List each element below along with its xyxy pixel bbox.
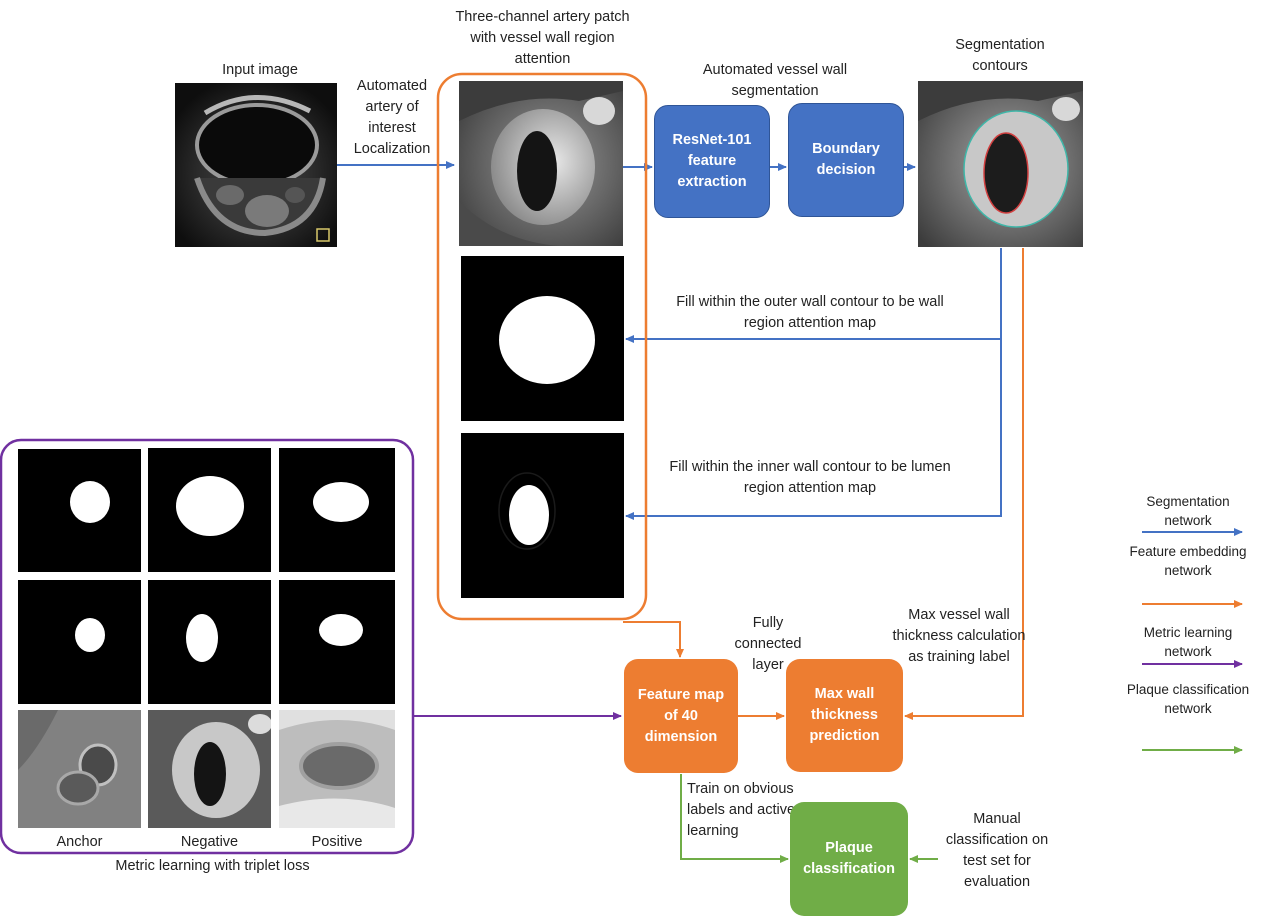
feature-embedding-arrows [623,248,1024,720]
metric-caption: Metric learning with triplet loss [115,858,310,874]
positive-mri-patch [279,710,395,828]
legend-segmentation: Segmentation network [1146,494,1230,528]
negative-wall-mask [148,448,271,572]
feature-map-box: Feature map of 40 dimension [624,659,738,773]
auto-seg-label: Automated vessel wall segmentation [702,62,848,99]
wall-attention-map [461,256,624,421]
artery-patch-image [459,81,623,246]
three-channel-label: Three-channel artery patch with vessel w… [455,9,630,67]
positive-wall-mask [279,448,395,572]
plaque-classification-box: Plaque classification [790,802,908,916]
legend-plaque-classification: Plaque classification network [1126,682,1250,716]
anchor-lumen-mask [18,580,141,704]
fill-outer-label: Fill within the outer wall contour to be… [676,294,944,331]
legend-arrows [1142,528,1243,754]
anchor-mri-patch [18,710,141,828]
patch-column-frame [436,72,648,621]
fill-inner-label: Fill within the inner wall contour to be… [669,459,951,496]
negative-label: Negative [180,834,239,850]
boundary-decision-box: Boundary decision [788,103,904,217]
input-mri-image [175,83,337,247]
positive-lumen-mask [279,580,395,704]
train-on-label: Train on obvious labels and active learn… [687,781,796,839]
resnet-box: ResNet-101 feature extraction [654,105,770,218]
max-wall-box: Max wall thickness prediction [786,659,903,772]
lumen-attention-map [461,433,624,598]
segmentation-arrows [337,161,1002,520]
legend-feature-embedding: Feature embedding network [1129,544,1247,578]
max-calc-label: Max vessel wall thickness calculation as… [892,607,1026,665]
anchor-label: Anchor [56,834,103,850]
segmentation-contours-image [918,81,1083,247]
anchor-wall-mask [18,449,141,572]
positive-label: Positive [311,834,363,850]
fully-connected-label: Fully connected layer [734,615,802,673]
legend-metric-learning: Metric learning network [1143,625,1233,659]
localization-label: Automated artery of interest Localizatio… [353,78,431,157]
metric-learning-frame [0,438,415,855]
negative-mri-patch [148,710,271,828]
negative-lumen-mask [148,580,271,704]
plaque-classification-arrows [680,774,938,863]
seg-contours-label: Segmentation contours [955,37,1045,74]
manual-class-label: Manual classification on test set for ev… [945,811,1049,890]
input-image-label: Input image [222,62,298,78]
